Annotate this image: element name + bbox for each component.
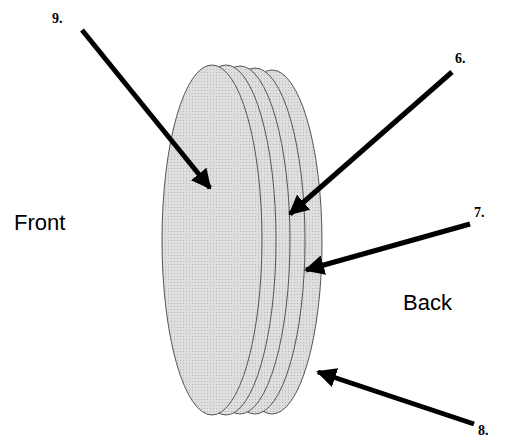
side-label: Back [403,292,452,314]
leader-arrows [82,30,474,424]
side-label: Front [14,212,65,234]
leader-arrow [290,72,452,214]
disc-layers [162,65,322,415]
callout-number: 6. [455,52,466,66]
callout-number: 9. [52,12,63,26]
callout-number: 8. [478,424,489,438]
front-face [162,65,262,415]
leader-arrow [318,372,474,424]
leader-arrow [306,224,470,270]
callout-number: 7. [474,206,485,220]
leader-arrow [82,30,210,188]
